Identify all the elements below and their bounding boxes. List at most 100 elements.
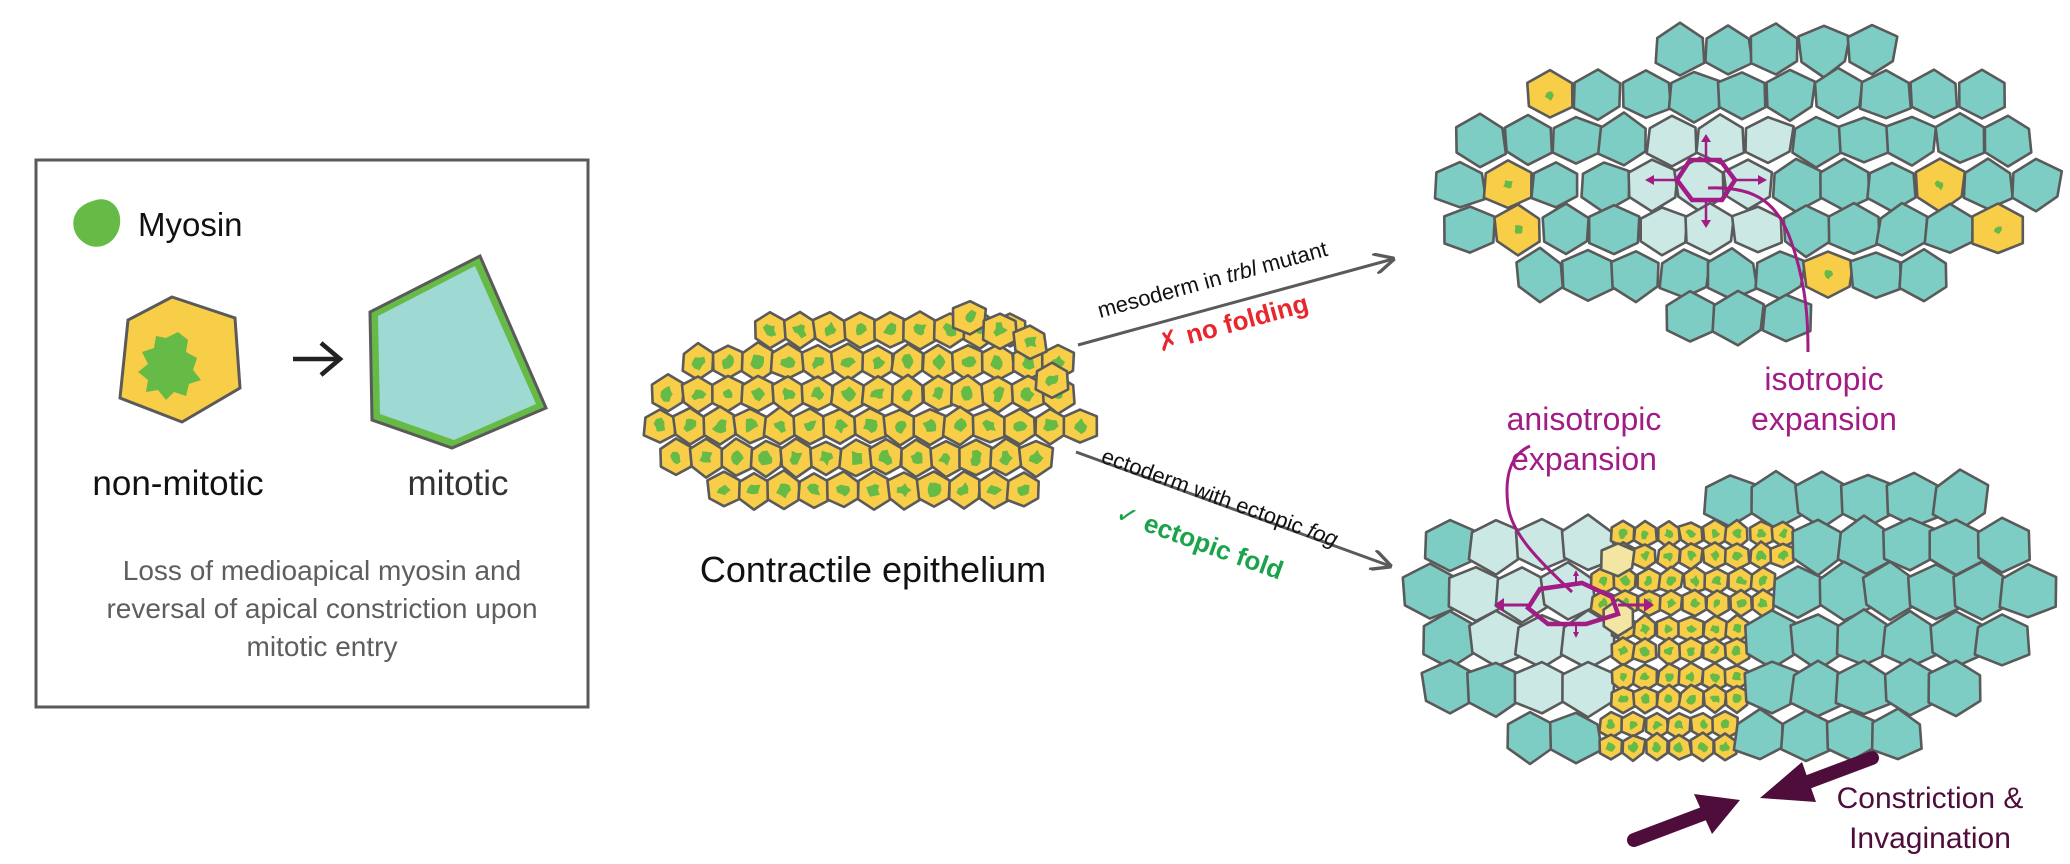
myosin-spot [1664,624,1673,634]
myosin-spot [1667,598,1677,609]
check-mark-icon: ✓ [1112,497,1143,533]
teal-cell [1610,250,1660,304]
teal-cell [1627,158,1679,213]
myosin-spot [1710,624,1720,634]
myosin-spot [1663,647,1674,656]
myosin-spot [1619,574,1631,587]
myosin-spot [824,321,837,337]
myosin-spot [722,353,734,370]
myosin-spot [653,417,666,432]
myosin-spot [869,388,885,399]
myosin-spot [982,419,996,432]
teal-cell [1702,474,1759,528]
myosin-spot [1629,721,1638,730]
myosin-spot [1545,91,1554,101]
myosin-spot [1777,549,1789,561]
myosin-spot [731,450,744,466]
isotropic-label-line-2: expansion [1751,401,1897,437]
myosin-spot [750,354,765,370]
teal-cell [1551,115,1603,165]
teal-cell [1443,205,1497,254]
teal-cell [1772,565,1825,620]
teal-cell [1572,68,1622,122]
constriction-arrow-right [1801,751,1879,789]
medioapical-myosin-icon [138,332,201,400]
teal-cell [1506,710,1554,766]
teal-cell [1957,68,2006,120]
teal-cell [1827,201,1881,256]
myosin-spot [803,420,817,431]
myosin-spot [1664,673,1674,682]
constriction-arrows [1627,751,1879,847]
anisotropic-label-line-1: anisotropic [1507,401,1662,437]
constriction-label-line-2: Invagination [1849,822,2011,855]
myosin-spot [999,450,1013,466]
myosin-spot [1598,597,1608,609]
myosin-spot [806,483,821,496]
myosin-spot [1639,623,1651,635]
teal-cell [1704,24,1754,76]
myosin-spot [992,386,1005,403]
anisotropic-outline [1525,580,1621,627]
myosin-spot [1685,671,1695,683]
teal-cell [1711,289,1765,347]
teal-cell [1587,203,1641,256]
myosin-spot [856,322,867,336]
myosin-spot [1640,550,1650,562]
myosin-spot [986,485,1003,496]
teal-cell [1927,659,1982,718]
myosin-spot [932,386,944,401]
teal-cell [1875,201,1929,257]
myosin-spot [840,386,857,402]
myosin-spot [1666,576,1677,586]
myosin-spot [1045,374,1059,387]
teal-cell [1973,613,2031,667]
constriction-arrowhead-left [1694,794,1740,834]
myosin-spot [1686,624,1698,633]
myosin-spot [901,389,913,402]
teal-cell [1782,204,1832,259]
teal-cell [1684,201,1736,256]
mitotic-label: mitotic [407,464,508,503]
myosin-spot [758,450,773,466]
myosin-spot [1934,180,1944,191]
teal-cell [1423,518,1478,573]
myosin-spot [1713,599,1721,609]
teal-cell [1706,247,1759,301]
myosin-spot [1719,741,1730,752]
myosin-spot [792,324,807,339]
myosin-spot [691,356,706,371]
myosin-spot [1618,528,1628,539]
myosin-spot [810,386,825,401]
myosin-spot [1732,528,1742,539]
myosin-spot [1720,719,1730,729]
myosin-spot [910,451,923,464]
teal-cell [1515,246,1565,304]
teal-cell [1513,660,1568,715]
myosin-spot [1736,599,1748,608]
legend-frame [34,158,590,709]
myosin-spot [927,482,942,498]
myosin-spot [872,356,886,370]
myosin-spot [970,449,982,467]
myosin-spot [691,389,707,401]
mesoderm-trbl-tissue [1433,21,2064,347]
caption-line-3: mitotic entry [247,631,398,662]
myosin-spot [1755,550,1767,562]
myosin-spot [1709,695,1720,703]
myosin-spot [1709,645,1720,654]
myosin-spot [1732,623,1742,633]
teal-cell [1744,115,1795,165]
myosin-blob-icon [73,199,121,247]
myosin-spot [1756,528,1767,538]
myosin-spot [745,418,759,433]
ectoderm-fog-tissue [1401,468,2058,766]
teal-cell [1639,206,1689,257]
teal-cell [1596,111,1647,167]
myosin-spot [1503,180,1513,189]
myosin-spot [819,450,834,467]
myosin-spot [863,418,878,434]
teal-cell [1658,248,1712,299]
myosin-spot [1709,673,1721,683]
constriction-arrow-left [1627,805,1715,847]
